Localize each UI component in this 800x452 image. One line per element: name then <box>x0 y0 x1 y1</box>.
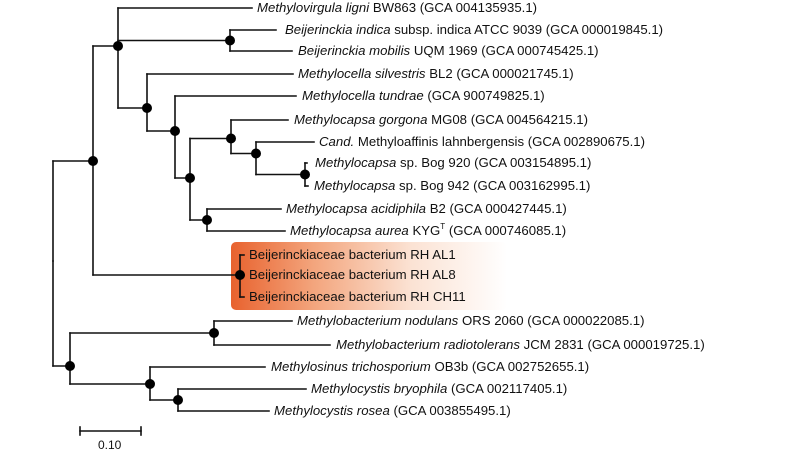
type-strain-superscript: T <box>440 222 446 231</box>
taxon-accession: (GCA 004564215.1) <box>470 112 589 127</box>
highlighted-taxon-label: Beijerinckiaceae bacterium RH AL8 <box>249 267 456 283</box>
taxon-accession: (GCA 000427445.1) <box>449 201 567 216</box>
taxon-accession: (GCA 900749825.1) <box>427 88 545 103</box>
taxon-label: Methylocapsa gorgona MG08 (GCA 004564215… <box>294 112 588 128</box>
taxon-accession: (GCA 000019725.1) <box>587 337 705 352</box>
bootstrap-node-marker <box>145 379 155 389</box>
taxon-name: Beijerinckia mobilis <box>298 43 411 58</box>
taxon-label: Methylocystis rosea (GCA 003855495.1) <box>274 403 511 419</box>
taxon-strain: subsp. indica ATCC 9039 <box>394 22 543 37</box>
taxon-label: Methylocapsa sp. Bog 942 (GCA 003162995.… <box>314 178 590 194</box>
taxon-label: Methylocapsa sp. Bog 920 (GCA 003154895.… <box>315 155 591 171</box>
taxon-label: Methylocystis bryophila (GCA 002117405.1… <box>311 381 567 397</box>
taxon-name: Beijerinckia indica <box>285 22 391 37</box>
taxon-name: Methylocystis rosea <box>274 403 390 418</box>
bootstrap-node-marker <box>88 156 98 166</box>
taxon-name: Methylosinus trichosporium <box>271 359 431 374</box>
taxon-name: Methylocapsa acidiphila <box>286 201 427 216</box>
taxon-strain: ORS 2060 <box>461 313 524 328</box>
taxon-strain: BL2 <box>429 66 453 81</box>
taxon-name: Methylocella tundrae <box>302 88 424 103</box>
taxon-strain: JCM 2831 <box>523 337 584 352</box>
taxon-label: Beijerinckia indica subsp. indica ATCC 9… <box>285 22 663 38</box>
taxon-strain: UQM 1969 <box>413 43 478 58</box>
taxon-strain: OB3b <box>434 359 469 374</box>
taxon-accession: (GCA 002890675.1) <box>527 134 646 149</box>
taxon-name: Beijerinckiaceae bacterium RH AL1 <box>249 247 456 262</box>
taxon-label: Methylocapsa acidiphila B2 (GCA 00042744… <box>286 201 567 217</box>
taxon-name: Beijerinckiaceae bacterium RH CH11 <box>249 289 466 304</box>
taxon-name: Beijerinckiaceae bacterium RH AL8 <box>249 267 456 282</box>
taxon-name: Methylobacterium radiotolerans <box>336 337 520 352</box>
taxon-name: Methylocapsa <box>314 178 396 193</box>
taxon-accession: (GCA 000746085.1) <box>448 223 567 238</box>
taxon-label: Beijerinckia mobilis UQM 1969 (GCA 00074… <box>298 43 599 59</box>
taxon-accession: (GCA 003855495.1) <box>393 403 511 418</box>
bootstrap-node-marker <box>173 395 183 405</box>
bootstrap-node-marker <box>209 328 219 338</box>
taxon-label: Methylobacterium nodulans ORS 2060 (GCA … <box>297 313 645 329</box>
taxon-label: Methylocella silvestris BL2 (GCA 0000217… <box>298 66 574 82</box>
bootstrap-node-marker <box>235 270 245 280</box>
bootstrap-node-marker <box>225 35 235 46</box>
taxon-strain: sp. Bog 942 <box>399 178 470 193</box>
taxon-name: Methylovirgula ligni <box>257 0 370 15</box>
taxon-name: Methylocapsa gorgona <box>294 112 428 127</box>
bootstrap-node-marker <box>142 103 152 113</box>
taxon-accession: (GCA 000745425.1) <box>481 43 599 58</box>
taxon-label: Methylobacterium radiotolerans JCM 2831 … <box>336 337 705 353</box>
highlighted-clade-box <box>231 242 507 310</box>
taxon-strain: MG08 <box>431 112 468 127</box>
bootstrap-node-marker <box>251 148 261 159</box>
bootstrap-node-marker <box>226 133 236 144</box>
taxon-strain: sp. Bog 920 <box>400 155 471 170</box>
taxon-label: Methylocapsa aurea KYGT (GCA 000746085.1… <box>290 223 566 239</box>
taxon-strain: BW863 <box>372 0 417 15</box>
taxon-name: Cand. <box>319 134 355 149</box>
taxon-label: Methylovirgula ligni BW863 (GCA 00413593… <box>257 0 537 16</box>
bootstrap-node-marker <box>300 169 310 180</box>
highlighted-taxon-label: Beijerinckiaceae bacterium RH CH11 <box>249 289 466 305</box>
scale-bar-label: 0.10 <box>98 438 122 452</box>
taxon-accession: (GCA 002752655.1) <box>471 359 590 374</box>
taxon-name: Methylocella silvestris <box>298 66 426 81</box>
taxon-name: Methylocapsa aurea <box>290 223 409 238</box>
bootstrap-node-marker <box>65 361 75 371</box>
taxon-label: Methylosinus trichosporium OB3b (GCA 002… <box>271 359 589 375</box>
taxon-label: Methylocella tundrae (GCA 900749825.1) <box>302 88 545 104</box>
taxon-accession: (GCA 000021745.1) <box>456 66 574 81</box>
taxon-accession: (GCA 000022085.1) <box>527 313 645 328</box>
bootstrap-node-marker <box>185 173 195 183</box>
taxon-strain: B2 <box>429 201 446 216</box>
taxon-name: Methylobacterium nodulans <box>297 313 459 328</box>
taxon-name: Methylocystis bryophila <box>311 381 448 396</box>
taxon-accession: (GCA 004135935.1) <box>419 0 538 15</box>
taxon-accession: (GCA 003162995.1) <box>473 178 591 193</box>
taxon-name: Methylocapsa <box>315 155 397 170</box>
highlighted-taxon-label: Beijerinckiaceae bacterium RH AL1 <box>249 247 456 263</box>
taxon-strain: KYG <box>412 223 441 238</box>
bootstrap-node-marker <box>170 126 180 136</box>
taxon-accession: (GCA 000019845.1) <box>545 22 664 37</box>
taxon-accession: (GCA 003154895.1) <box>474 155 592 170</box>
bootstrap-node-marker <box>113 41 123 51</box>
taxon-accession: (GCA 002117405.1) <box>451 381 568 396</box>
bootstrap-node-marker <box>202 215 212 225</box>
taxon-label: Cand. Methyloaffinis lahnbergensis (GCA … <box>319 134 645 150</box>
taxon-strain: Methyloaffinis lahnbergensis <box>357 134 525 149</box>
